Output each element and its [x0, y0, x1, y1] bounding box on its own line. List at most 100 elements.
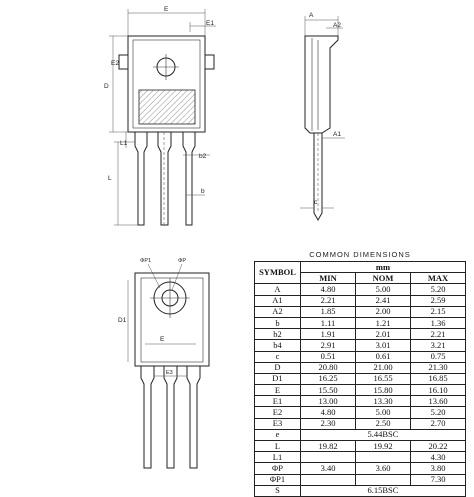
symbol-cell: b — [254, 316, 301, 330]
nom-cell: 21.00 — [355, 361, 411, 374]
nom-cell: 15.80 — [355, 384, 411, 397]
symbol-cell: b4 — [254, 339, 301, 352]
nom-cell: 19.92 — [355, 439, 411, 453]
symbol-cell: D — [254, 361, 301, 374]
symbol-cell: E — [254, 384, 301, 397]
symbol-cell: c — [254, 350, 301, 363]
nom-cell: 2.01 — [355, 328, 411, 341]
max-cell: 3.80 — [410, 462, 466, 475]
symbol-cell: S — [254, 484, 301, 497]
max-cell: 7.30 — [410, 473, 466, 486]
symbol-cell: ΦP1 — [254, 473, 301, 486]
nom-cell: 16.55 — [355, 372, 411, 386]
min-cell: 20.80 — [300, 361, 356, 374]
min-cell: 1.91 — [300, 328, 356, 341]
label-L1: L1 — [120, 140, 128, 147]
symbol-cell: e — [254, 428, 301, 442]
symbol-cell: L — [254, 439, 301, 453]
table-row: L1 4.30 — [254, 451, 466, 464]
max-cell: 0.75 — [410, 350, 466, 363]
nom-cell: 13.30 — [355, 395, 411, 408]
label-phi-p: ΦP — [178, 258, 186, 264]
min-cell — [300, 451, 356, 464]
label-D: D — [104, 83, 109, 90]
max-cell: 2.70 — [410, 417, 466, 430]
symbol-cell: D1 — [254, 372, 301, 386]
symbol-cell: A1 — [254, 294, 301, 307]
min-cell: 19.82 — [300, 439, 356, 453]
max-cell: 5.20 — [410, 406, 466, 419]
min-cell — [300, 473, 356, 486]
max-cell: 3.21 — [410, 339, 466, 352]
column-header-min: MIN — [300, 272, 356, 285]
package-outline-drawing: E E1 E2 D b2 b — [104, 6, 345, 469]
min-cell: 4.80 — [300, 406, 356, 419]
min-cell: 2.91 — [300, 339, 356, 352]
nom-cell: 1.21 — [355, 316, 411, 330]
max-cell: 2.21 — [410, 328, 466, 341]
max-cell: 5.20 — [410, 283, 466, 296]
column-header-max: MAX — [410, 272, 466, 285]
label-A: A — [309, 12, 314, 19]
label-b2: b2 — [199, 153, 207, 160]
bsc-value-cell: 6.15BSC — [300, 484, 466, 497]
max-cell: 4.30 — [410, 451, 466, 464]
common-dimensions-table: COMMON DIMENSIONS SYMBOL mm MIN NOM MAX … — [254, 249, 466, 497]
nom-cell: 2.00 — [355, 305, 411, 318]
min-cell: 1.85 — [300, 305, 356, 318]
nom-cell: 3.01 — [355, 339, 411, 352]
label-A1: A1 — [333, 131, 341, 138]
label-D1: D1 — [118, 317, 127, 324]
symbol-cell: E3 — [254, 417, 301, 430]
side-view: A A2 A1 c — [300, 12, 345, 222]
label-E2: E2 — [111, 60, 119, 67]
symbol-cell: E2 — [254, 406, 301, 419]
nom-cell: 0.61 — [355, 350, 411, 363]
column-header-nom: NOM — [355, 272, 411, 285]
label-E3: E3 — [166, 370, 173, 376]
nom-cell: 2.50 — [355, 417, 411, 430]
label-phi-p1: ΦP1 — [140, 258, 151, 264]
min-cell: 0.51 — [300, 350, 356, 363]
label-c: c — [314, 199, 318, 206]
unit-header: mm — [300, 260, 466, 274]
nom-cell — [355, 473, 411, 486]
max-cell: 1.36 — [410, 316, 466, 330]
max-cell: 16.85 — [410, 372, 466, 386]
symbol-cell: ΦP — [254, 462, 301, 475]
symbol-cell: A — [254, 283, 301, 296]
min-cell: 2.30 — [300, 417, 356, 430]
min-cell: 15.50 — [300, 384, 356, 397]
bsc-value-cell: 5.44BSC — [300, 428, 466, 442]
max-cell: 2.59 — [410, 294, 466, 307]
table-row: ΦP1 7.30 — [254, 473, 466, 486]
label-L: L — [108, 175, 112, 182]
min-cell: 3.40 — [300, 462, 356, 475]
label-b: b — [201, 188, 205, 195]
max-cell: 21.30 — [410, 361, 466, 374]
symbol-cell: L1 — [254, 451, 301, 464]
label-A2: A2 — [333, 22, 341, 29]
max-cell: 2.15 — [410, 305, 466, 318]
label-E: E — [164, 6, 169, 13]
table-title: COMMON DIMENSIONS — [309, 250, 411, 259]
min-cell: 2.21 — [300, 294, 356, 307]
symbol-cell: E1 — [254, 395, 301, 408]
symbol-cell: A2 — [254, 305, 301, 318]
max-cell: 13.60 — [410, 395, 466, 408]
max-cell: 20.22 — [410, 439, 466, 453]
